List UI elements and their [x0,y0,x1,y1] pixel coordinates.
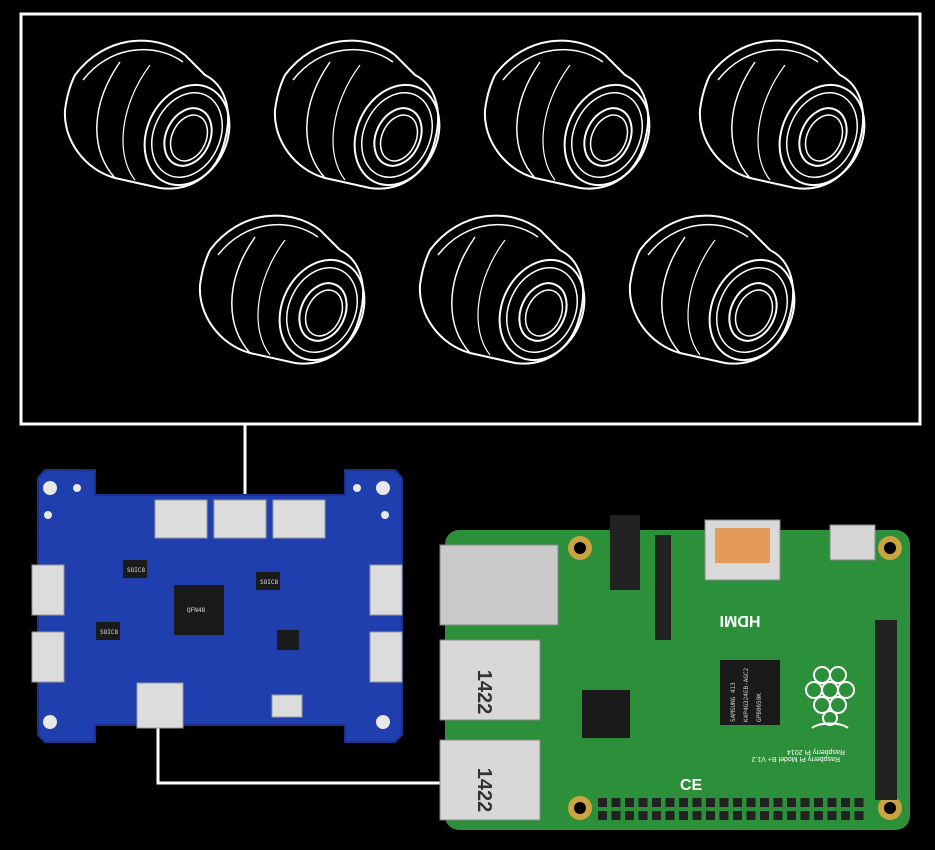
gpio-pin [814,811,823,820]
gpio-pin [598,811,607,820]
gpio-pin [841,798,850,807]
gpio-pin [652,811,661,820]
controller-chip-label-1: SOIC8 [127,567,145,574]
wheel-icon [63,39,247,201]
gpio-pin [611,798,621,807]
gpio-pin [773,798,783,807]
pi-text-1: Raspberry Pi 2014 [787,748,845,755]
gpio-pin [638,811,648,820]
ram-line-1: SAMSUNG 413 [730,682,737,722]
wheels-group [63,39,882,376]
gpio-pin [625,798,634,807]
gpio-pin [611,811,621,820]
gpio-pin [841,811,850,820]
wheels-panel [19,12,922,426]
gpio-pin [800,798,810,807]
ce-mark: CE [680,777,703,794]
controller-chip-label-2: SOIC8 [260,579,278,586]
gpio-pin [760,811,769,820]
wheel-icon [698,39,882,201]
hdmi-label: HDMI [720,612,761,629]
controller-chip-label-3: SOIC8 [100,629,118,636]
gpio-pin [652,798,661,807]
gpio-pin [760,798,769,807]
gpio-pin [679,811,688,820]
raspberry-logo-icon [805,666,855,729]
wheel-icon [418,214,602,376]
controller-chip-label-4: QFN48 [187,607,205,614]
gpio-pin [706,811,715,820]
gpio-pin [827,798,837,807]
ram-line-3: GPB0659K [756,693,763,722]
gpio-pin [706,798,715,807]
gpio-pin [692,798,702,807]
gpio-pin [854,798,864,807]
gpio-pin [625,811,634,820]
gpio-pin [733,811,742,820]
gpio-pin [638,798,648,807]
gpio-pin [773,811,783,820]
gpio-pin [598,798,607,807]
gpio-pin [854,811,864,820]
usb-label-1: 1422 [473,670,495,715]
wheel-icon [198,214,382,376]
gpio-header [598,798,864,820]
gpio-pin [665,798,675,807]
gpio-pin [665,811,675,820]
gpio-pin [746,811,756,820]
gpio-pin [787,811,796,820]
ram-line-2: K4P4G324EB-AGC2 [743,667,750,722]
gpio-pin [679,798,688,807]
motor-controller-board: SOIC8 SOIC8 SOIC8 QFN48 [31,469,403,743]
gpio-pin [733,798,742,807]
gpio-pin [746,798,756,807]
gpio-pin [827,811,837,820]
wheel-icon [628,214,812,376]
raspberry-pi-board: 1422 1422 HDMI SAMSUNG 413 K4P4G324EB-AG… [439,515,910,830]
gpio-pin [814,798,823,807]
usb-label-2: 1422 [473,768,495,813]
gpio-pin [719,798,729,807]
controller-to-pi-line [156,728,440,785]
gpio-pin [719,811,729,820]
gpio-pin [692,811,702,820]
wheel-icon [273,39,457,201]
pi-text-2: Raspberry Pi Model B+ V1.2 [751,755,840,762]
gpio-pin [800,811,810,820]
gpio-pin [787,798,796,807]
wheel-icon [483,39,667,201]
